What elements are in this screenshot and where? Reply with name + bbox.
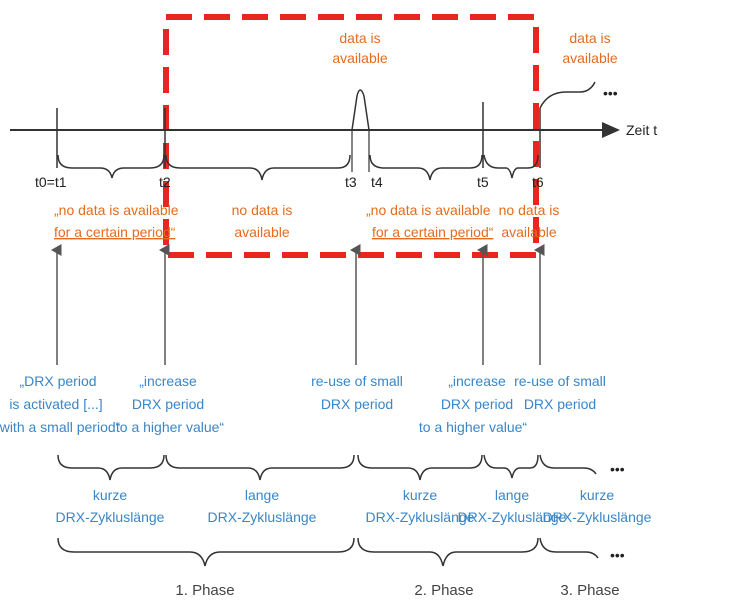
svg-text:data is: data is xyxy=(569,30,610,46)
cycle-ellipsis: ••• xyxy=(610,461,625,477)
action-label-4: „increase DRX period to a higher value“ xyxy=(419,373,528,435)
svg-text:DRX period: DRX period xyxy=(441,396,513,412)
svg-text:DRX-Zykluslänge: DRX-Zykluslänge xyxy=(458,509,567,525)
svg-text:lange: lange xyxy=(495,487,529,503)
svg-text:kurze: kurze xyxy=(580,487,614,503)
svg-text:DRX period: DRX period xyxy=(321,396,393,412)
tick-lines xyxy=(56,102,541,168)
svg-text:re-use of small: re-use of small xyxy=(311,373,403,389)
svg-text:available: available xyxy=(562,50,617,66)
state-label-4: no data is available xyxy=(499,202,560,240)
svg-text:„no data is available: „no data is available xyxy=(54,202,179,218)
svg-text:kurze: kurze xyxy=(403,487,437,503)
tick-t6: t6 xyxy=(532,174,544,190)
data-available-label-1: data is available xyxy=(332,30,387,66)
tick-t0-t1: t0=t1 xyxy=(35,174,67,190)
svg-text:data is: data is xyxy=(339,30,380,46)
tick-t5: t5 xyxy=(477,174,489,190)
axis-label: Zeit t xyxy=(626,122,657,138)
phase-label-1: 1. Phase xyxy=(175,582,234,599)
action-label-5: re-use of small DRX period xyxy=(514,373,606,412)
svg-text:lange: lange xyxy=(245,487,279,503)
data-pulse xyxy=(351,89,370,131)
event-arrows xyxy=(51,244,545,365)
state-label-3: „no data is available for a certain peri… xyxy=(366,202,494,240)
svg-text:is activated [...]: is activated [...] xyxy=(9,396,102,412)
state-label-2: no data is available xyxy=(232,202,293,240)
svg-text:to a higher value“: to a higher value“ xyxy=(419,419,528,435)
phase-label-3: 3. Phase xyxy=(560,582,619,599)
svg-text:„no data is available: „no data is available xyxy=(366,202,491,218)
action-label-3: re-use of small DRX period xyxy=(311,373,403,412)
svg-text:with a small period“: with a small period“ xyxy=(0,419,121,435)
tick-t2: t2 xyxy=(159,174,171,190)
svg-text:no data is: no data is xyxy=(499,202,560,218)
data-available-label-2: data is available xyxy=(562,30,617,66)
phase-braces xyxy=(57,537,599,567)
state-label-1: „no data is available for a certain peri… xyxy=(54,202,179,240)
action-label-1: „DRX period is activated [...] with a sm… xyxy=(0,373,121,435)
cycle-label-1: kurze DRX-Zykluslänge xyxy=(56,487,165,525)
svg-text:DRX-Zykluslänge: DRX-Zykluslänge xyxy=(208,509,317,525)
action-label-2: „increase DRX period to a higher value“ xyxy=(116,373,225,435)
phase-ellipsis: ••• xyxy=(610,547,625,563)
svg-text:DRX-Zykluslänge: DRX-Zykluslänge xyxy=(56,509,165,525)
svg-text:to a higher value“: to a higher value“ xyxy=(116,419,225,435)
svg-text:available: available xyxy=(501,224,556,240)
svg-text:for a certain period“: for a certain period“ xyxy=(54,224,176,240)
svg-text:available: available xyxy=(234,224,289,240)
svg-text:no data is: no data is xyxy=(232,202,293,218)
svg-text:„DRX period: „DRX period xyxy=(19,373,96,389)
svg-text:DRX period: DRX period xyxy=(132,396,204,412)
tick-t3: t3 xyxy=(345,174,357,190)
cycle-label-5: kurze DRX-Zykluslänge xyxy=(543,487,652,525)
cycle-braces xyxy=(57,454,597,481)
cycle-label-3: kurze DRX-Zykluslänge xyxy=(366,487,475,525)
top-ellipsis: ••• xyxy=(603,85,618,101)
cycle-label-2: lange DRX-Zykluslänge xyxy=(208,487,317,525)
svg-text:„increase: „increase xyxy=(139,373,197,389)
tick-t4: t4 xyxy=(371,174,383,190)
svg-text:DRX-Zykluslänge: DRX-Zykluslänge xyxy=(543,509,652,525)
svg-text:available: available xyxy=(332,50,387,66)
svg-text:DRX period: DRX period xyxy=(524,396,596,412)
svg-text:re-use of small: re-use of small xyxy=(514,373,606,389)
interval-braces xyxy=(57,154,539,181)
svg-text:for a certain period“: for a certain period“ xyxy=(372,224,494,240)
cycle-label-4: lange DRX-Zykluslänge xyxy=(458,487,567,525)
svg-text:kurze: kurze xyxy=(93,487,127,503)
svg-text:DRX-Zykluslänge: DRX-Zykluslänge xyxy=(366,509,475,525)
svg-text:„increase: „increase xyxy=(448,373,506,389)
phase-label-2: 2. Phase xyxy=(414,582,473,599)
